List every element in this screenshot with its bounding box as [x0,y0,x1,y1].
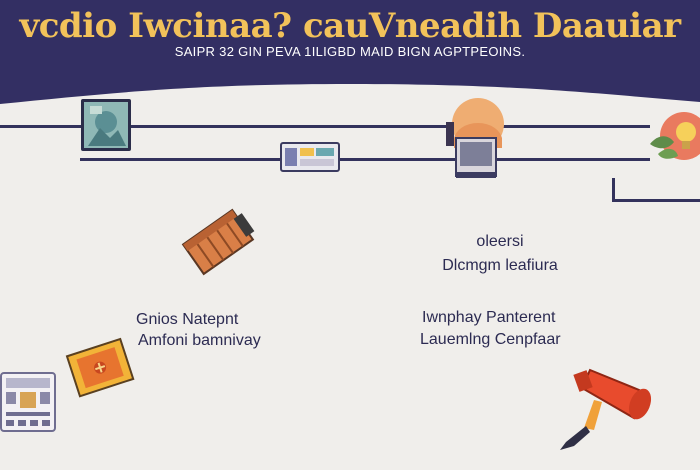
top-right-label-line1: oleersi [476,233,524,250]
network-line-tail-horizontal [612,199,700,202]
left-label-line2: Amfoni bamnivay [138,332,261,349]
dashboard-window-icon [280,142,340,172]
control-panel-icon [0,372,58,434]
network-line-upper [0,125,650,128]
right-label-line1: Iwnphay Panterent [422,309,556,326]
page-title: vcdio Iwcinaa? cauVneadih Daauiar [19,6,681,46]
network-line-tail-vertical [612,178,615,202]
left-label-line1: Gnios Natepnt [136,311,239,328]
right-label-line2: Lauemlng Cenpfaar [420,331,561,348]
orange-package-icon [62,334,142,400]
book-stack-icon [172,202,264,282]
megaphone-icon [556,346,662,452]
lightbulb-plant-icon [648,108,700,168]
top-right-label-line2: Dlcmgm leafiura [442,257,558,274]
person-with-laptop-icon [440,98,510,182]
photo-frame-icon [80,98,132,152]
header-band [0,0,700,104]
network-line-lower [80,158,650,161]
page-subtitle: SAIPR 32 GIN PEVA 1ILIGBD MAID BIGN AGPT… [174,44,526,59]
